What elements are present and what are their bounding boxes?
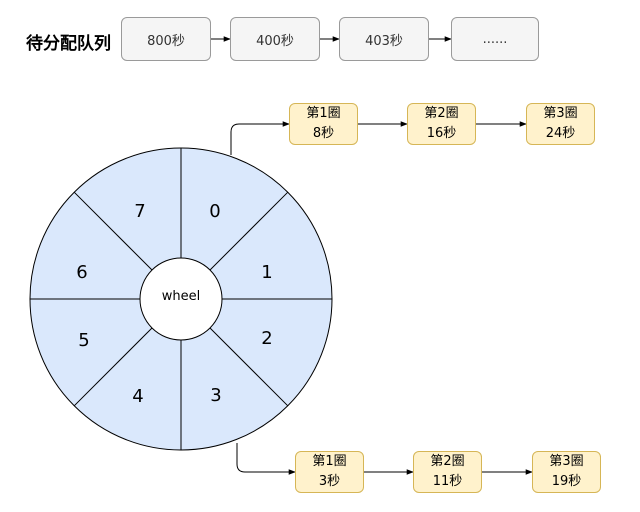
slot-label-6: 6 [76,261,88,283]
slot-label-7: 7 [134,200,146,222]
task-round: 第2圈 [430,454,465,469]
queue-item: 800秒 [121,17,211,61]
task-node-top-1: 第1圈 8秒 [289,103,358,145]
slot-0-connector [230,121,290,155]
wheel-spokes [30,148,332,450]
slot-label-0: 0 [209,200,221,222]
slot-label-1: 1 [261,261,273,283]
task-round: 第1圈 [312,454,347,469]
task-node-bottom-2: 第2圈 11秒 [413,451,482,493]
slot-label-2: 2 [261,327,273,349]
slot-label-5: 5 [78,329,90,351]
wheel-spoke [73,191,153,271]
task-time: 19秒 [551,474,582,489]
wheel-spoke [209,191,289,271]
queue-title: 待分配队列 [26,34,111,54]
slot-3-connector [236,443,296,475]
task-node-top-2: 第2圈 16秒 [407,103,476,145]
slot-label-4: 4 [132,385,144,407]
wheel-spoke [73,327,153,407]
task-time: 24秒 [545,126,576,141]
task-time: 16秒 [426,126,457,141]
task-time: 11秒 [432,474,463,489]
task-round: 第1圈 [306,106,341,121]
wheel-hub-label: wheel [161,289,201,304]
task-round: 第3圈 [549,454,584,469]
queue-item: ...... [451,17,539,61]
queue-item: 400秒 [230,17,320,61]
task-time: 3秒 [318,474,341,489]
time-wheel [29,147,333,451]
slot-label-3: 3 [210,384,222,406]
wheel-hub [139,257,223,341]
task-round: 第3圈 [543,106,578,121]
task-node-bottom-3: 第3圈 19秒 [532,451,601,493]
task-node-top-3: 第3圈 24秒 [526,103,595,145]
task-node-bottom-1: 第1圈 3秒 [295,451,364,493]
queue-item: 403秒 [339,17,429,61]
task-round: 第2圈 [424,106,459,121]
task-time: 8秒 [312,126,335,141]
wheel-spoke [209,327,289,407]
